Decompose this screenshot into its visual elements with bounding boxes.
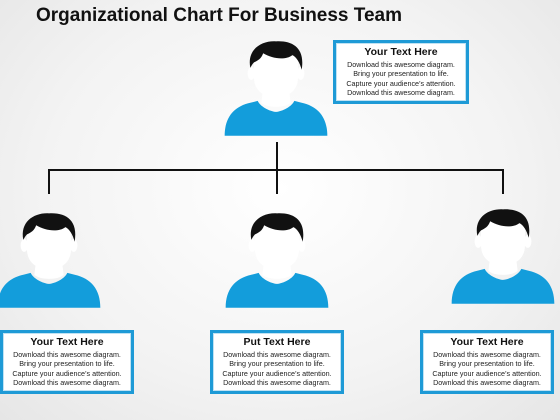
person-icon-left	[0, 213, 101, 308]
textbox-heading: Your Text Here	[450, 336, 524, 348]
textbox-line: Bring your presentation to life.	[19, 359, 115, 369]
person-icon-middle	[225, 213, 329, 308]
textbox-line: Bring your presentation to life.	[229, 359, 325, 369]
textbox-line: Capture your audience’s attention.	[346, 78, 456, 88]
textbox-line: Download this awesome diagram.	[223, 350, 331, 359]
textbox-line: Capture your audience’s attention.	[432, 368, 542, 378]
textbox-line: Capture your audience’s attention.	[222, 368, 332, 378]
textbox-line: Download this awesome diagram.	[433, 350, 541, 359]
textbox-line: Download this awesome diagram.	[433, 377, 541, 387]
textbox-line: Bring your presentation to life.	[353, 69, 449, 79]
textbox-left: Your Text Here Download this awesome dia…	[0, 330, 134, 394]
person-icon-top	[224, 41, 328, 136]
textbox-line: Download this awesome diagram.	[347, 87, 455, 97]
textbox-line: Capture your audience’s attention.	[12, 368, 122, 378]
textbox-middle: Put Text Here Download this awesome diag…	[210, 330, 344, 394]
textbox-top: Your Text Here Download this awesome dia…	[333, 40, 469, 104]
textbox-line: Download this awesome diagram.	[13, 350, 121, 359]
person-icon-right	[451, 209, 555, 304]
textbox-heading: Your Text Here	[30, 336, 104, 348]
textbox-line: Download this awesome diagram.	[13, 377, 121, 387]
chart-title: Organizational Chart For Business Team	[36, 5, 403, 26]
textbox-line: Download this awesome diagram.	[223, 377, 331, 387]
textbox-line: Download this awesome diagram.	[347, 60, 455, 69]
textbox-heading: Your Text Here	[364, 46, 438, 58]
textbox-right: Your Text Here Download this awesome dia…	[420, 330, 554, 394]
textbox-line: Bring your presentation to life.	[439, 359, 535, 369]
textbox-heading: Put Text Here	[243, 336, 311, 348]
